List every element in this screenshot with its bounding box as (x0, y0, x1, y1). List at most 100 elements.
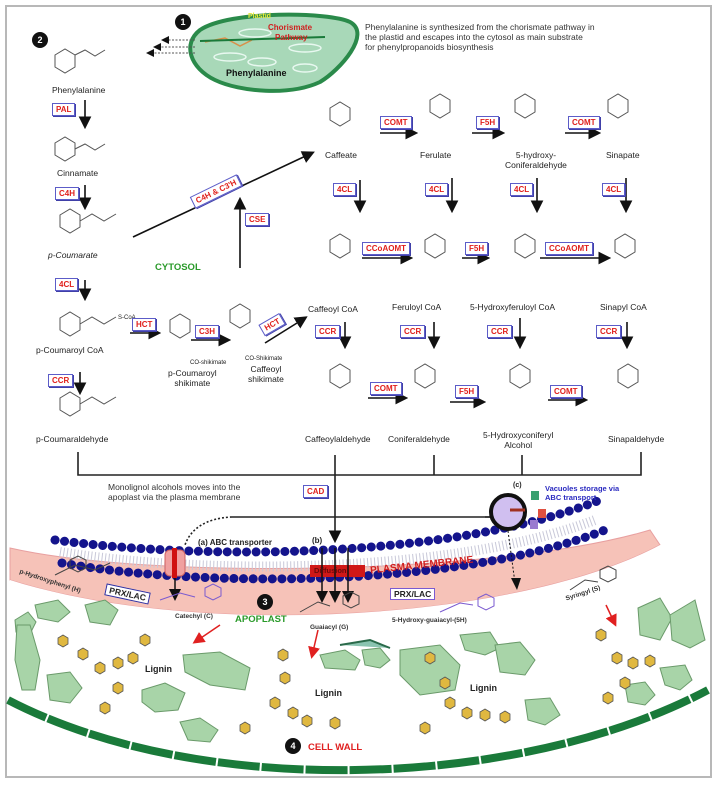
compound-p-coumaraldehyde: p-Coumaraldehyde (36, 434, 109, 444)
structure-5-hydroxyconiferaldehyde (514, 93, 536, 119)
enzyme-4cl-a: 4CL (55, 278, 79, 291)
structure-caffeate (329, 101, 351, 127)
unit-c-label: Catechyl (C) (175, 613, 213, 620)
structure-caffeoylaldehyde (329, 363, 351, 389)
collecting-bracket (77, 452, 642, 546)
compound-caffeate: Caffeate (325, 150, 357, 160)
co-shikimate-label: CO-shikimate (190, 360, 227, 366)
enzyme-c4h: C4H (55, 187, 80, 200)
structure-phenylalanine (54, 48, 76, 74)
compound-p-coumaroyl-coa: p-Coumaroyl CoA (36, 345, 104, 355)
compound-sinapate: Sinapate (606, 150, 640, 160)
marker-3: 3 (257, 594, 273, 610)
structure-ferulate (429, 93, 451, 119)
structure-sinapaldehyde (617, 363, 639, 389)
compound-cinnamate: Cinnamate (57, 168, 99, 178)
structure-5-hydroxyconiferyl-alcohol (509, 363, 531, 389)
plastid-label: Plastid (248, 13, 271, 20)
compound-feruloyl-coa: Feruloyl CoA (392, 302, 442, 312)
compound-sinapaldehyde: Sinapaldehyde (608, 434, 665, 444)
enzyme-f5h-b: F5H (465, 242, 489, 255)
structure-p-coumaraldehyde (59, 391, 81, 417)
escape-arrows (146, 36, 195, 57)
marker-4: 4 (285, 738, 301, 754)
enzyme-ccr-a: CCR (48, 374, 74, 387)
vacuole-storage-note: Vacuoles storage via ABC transport (545, 484, 620, 502)
compound-phenylalanine: Phenylalanine (52, 85, 106, 95)
enzyme-cad: CAD (303, 485, 329, 498)
enzyme-comt-c: COMT (370, 382, 402, 395)
structure-p-coumarate (59, 208, 81, 234)
structure-feruloyl-coa (424, 233, 446, 259)
proton-icon-purple (530, 520, 538, 529)
vacuole-marker: (c) (513, 482, 522, 489)
monolignol-transport-note: Monolignol alcohols moves into the apopl… (108, 482, 241, 502)
marker-1: 1 (175, 14, 191, 30)
enzyme-4cl-c: 4CL (425, 183, 449, 196)
enzyme-comt-a: COMT (380, 116, 412, 129)
co-shikimate-label-2: CO-Shikimate (245, 356, 283, 362)
diffusion-marker: (b) (312, 536, 323, 545)
enzyme-hct-a: HCT (132, 318, 157, 331)
lignin-label-2: Lignin (315, 688, 342, 698)
enzyme-ccr-c: CCR (400, 325, 426, 338)
enzyme-pal: PAL (52, 103, 76, 116)
lignin-label-1: Lignin (145, 664, 172, 674)
compound-5-hydroxyconiferaldehyde: 5-hydroxy-Coniferaldehyde (505, 150, 567, 170)
structure-5-hydroxyferuloyl-coa (514, 233, 536, 259)
enzyme-comt-d: COMT (550, 385, 582, 398)
s-coa-label: S-CoA (118, 315, 136, 321)
compound-coniferaldehyde: Coniferaldehyde (388, 434, 450, 444)
enzyme-f5h-c: F5H (455, 385, 479, 398)
monolignol-structures (54, 555, 617, 613)
lignin-label-3: Lignin (470, 683, 497, 693)
diffusion-label: Diffusion (314, 566, 347, 575)
enzyme-ccr-d: CCR (487, 325, 513, 338)
diffusion-channel (310, 548, 365, 603)
enzyme-4cl-d: 4CL (510, 183, 534, 196)
plastid-phenylalanine-label: Phenylalanine (226, 68, 287, 78)
lignin-polymers (57, 628, 656, 735)
transport-icon (531, 491, 539, 500)
enzyme-cse: CSE (245, 213, 270, 226)
structure-coniferaldehyde (414, 363, 436, 389)
apoplast-particles (14, 597, 706, 743)
enzyme-ccr-e: CCR (596, 325, 622, 338)
enzyme-ccoaomt-b: CCoAOMT (545, 242, 593, 255)
structure-p-coumaroyl-shikimate (169, 313, 191, 339)
structure-sinapate (607, 93, 629, 119)
proton-icon-red (538, 509, 546, 518)
chemical-structures (54, 48, 639, 417)
cytosol-label: CYTOSOL (155, 262, 201, 273)
enzyme-4cl-e: 4CL (602, 183, 626, 196)
chorismate-label: Chorismate (268, 23, 313, 32)
unit-5h-label: 5-Hydroxy-guaiacyl-(5H) (392, 617, 467, 624)
enzyme-c3h: C3H (195, 325, 220, 338)
enzyme-comt-b: COMT (568, 116, 600, 129)
compound-ferulate: Ferulate (420, 150, 452, 160)
plastid (188, 12, 360, 93)
structure-sinapyl-coa (614, 233, 636, 259)
compound-5-hydroxyferuloyl-coa: 5-Hydroxyferuloyl CoA (470, 302, 556, 312)
abc-transporter-label: (a) ABC transporter (198, 538, 272, 547)
structure-p-coumaroyl-coa (59, 311, 81, 337)
structure-caffeoyl-shikimate (229, 303, 251, 329)
intro-note: Phenylalanine is synthesized from the ch… (365, 22, 595, 52)
vacuole-vesicle (485, 491, 546, 590)
compound-sinapyl-coa: Sinapyl CoA (600, 302, 647, 312)
polymerization-arrows (192, 604, 617, 659)
compound-caffeoyl-coa: Caffeoyl CoA (308, 304, 358, 314)
compound-caffeoylaldehyde: Caffeoylaldehyde (305, 434, 371, 444)
unit-g-label: Guaiacyl (G) (310, 624, 349, 631)
cell-wall-band (6, 686, 710, 775)
enzyme-prx-lac-b: PRX/LAC (390, 588, 436, 600)
cell-wall-label: CELL WALL (308, 742, 363, 753)
apoplast-label: APOPLAST (235, 614, 287, 625)
structure-cinnamate (54, 136, 76, 162)
enzyme-4cl-b: 4CL (333, 183, 357, 196)
enzyme-f5h-a: F5H (476, 116, 500, 129)
